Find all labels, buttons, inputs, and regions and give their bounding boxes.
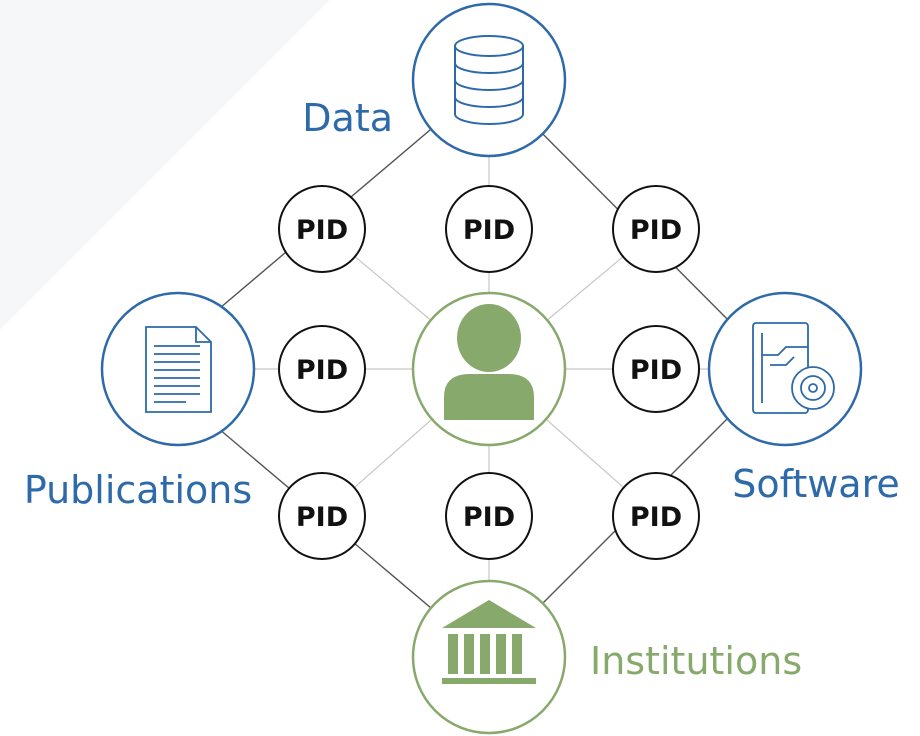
pid-node: PID xyxy=(445,185,533,273)
pid-node: PID xyxy=(278,185,366,273)
pid-label: PID xyxy=(630,215,682,246)
background-wedge xyxy=(0,0,330,330)
pid-circle xyxy=(612,325,700,413)
publications-node: Publications xyxy=(24,291,256,512)
pid-node: PID xyxy=(612,185,700,273)
data-node: Data xyxy=(302,2,567,158)
institutions-node: Institutions xyxy=(411,579,802,735)
pid-node: PID xyxy=(278,325,366,413)
pid-label: PID xyxy=(630,355,682,386)
software-label: Software xyxy=(732,462,900,506)
pid-label: PID xyxy=(296,215,348,246)
software-node: Software xyxy=(707,291,900,506)
publications-label: Publications xyxy=(24,468,252,512)
document-icon xyxy=(145,326,212,413)
person-icon xyxy=(444,304,534,420)
pid-node: PID xyxy=(612,472,700,560)
data-label: Data xyxy=(302,96,393,140)
institution-building-icon xyxy=(442,600,536,684)
pid-label: PID xyxy=(296,355,348,386)
pid-circle xyxy=(278,185,366,273)
pid-label: PID xyxy=(296,502,348,533)
pid-label: PID xyxy=(463,502,515,533)
pid-circle xyxy=(612,185,700,273)
pid-circle xyxy=(612,472,700,560)
pid-node: PID xyxy=(445,472,533,560)
pid-node: PID xyxy=(278,472,366,560)
pid-node: PID xyxy=(612,325,700,413)
pid-label: PID xyxy=(630,502,682,533)
pid-circle xyxy=(278,472,366,560)
pid-circle xyxy=(445,185,533,273)
pid-label: PID xyxy=(463,215,515,246)
person-node xyxy=(411,291,567,447)
software-package-icon xyxy=(752,322,835,414)
pid-circle xyxy=(278,325,366,413)
database-icon xyxy=(454,35,524,125)
pid-circle xyxy=(445,472,533,560)
publications-node-circle xyxy=(100,291,256,447)
data-node-circle xyxy=(411,2,567,158)
institutions-label: Institutions xyxy=(590,639,802,683)
pid-grid: PID PID PID PID PID PID PID PID xyxy=(278,185,700,560)
software-node-circle xyxy=(707,291,863,447)
